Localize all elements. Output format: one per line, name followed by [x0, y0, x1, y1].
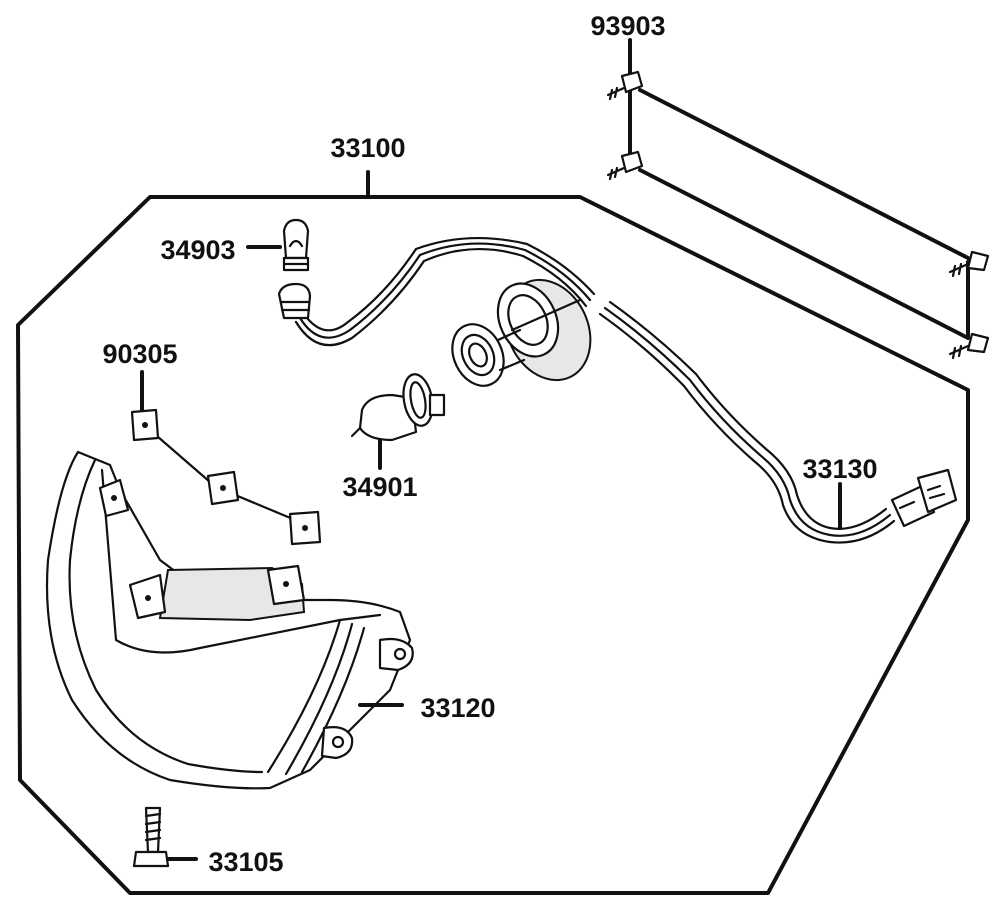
- small-bulb-icon: [282, 218, 310, 272]
- part-label-34903: 34903: [160, 235, 235, 265]
- assembly-border: [16, 195, 970, 895]
- part-label-34901: 34901: [342, 472, 417, 502]
- bulb-socket-housing: [451, 278, 592, 387]
- part-label-33105: 33105: [208, 847, 283, 877]
- socket-icon: [277, 282, 312, 320]
- part-label-33130: 33130: [802, 454, 877, 484]
- bolt-icon: [132, 806, 170, 868]
- screw-icon: [948, 332, 990, 360]
- part-label-90305: 90305: [102, 339, 177, 369]
- wire-harness: [277, 236, 958, 544]
- connector-icon: [890, 468, 958, 528]
- screw-icon: [948, 250, 990, 278]
- part-label-93903: 93903: [590, 11, 665, 41]
- main-bulb-icon: [350, 373, 446, 442]
- clip-icon: [206, 470, 240, 506]
- part-label-33120: 33120: [420, 693, 495, 723]
- headlight-lens: [45, 450, 414, 790]
- part-label-33100: 33100: [330, 133, 405, 163]
- clip-group: [130, 370, 322, 546]
- clip-icon: [288, 510, 322, 546]
- screw-group: [606, 38, 990, 360]
- screw-icon: [606, 150, 644, 181]
- screw-icon: [606, 70, 644, 101]
- clip-icon: [130, 408, 160, 442]
